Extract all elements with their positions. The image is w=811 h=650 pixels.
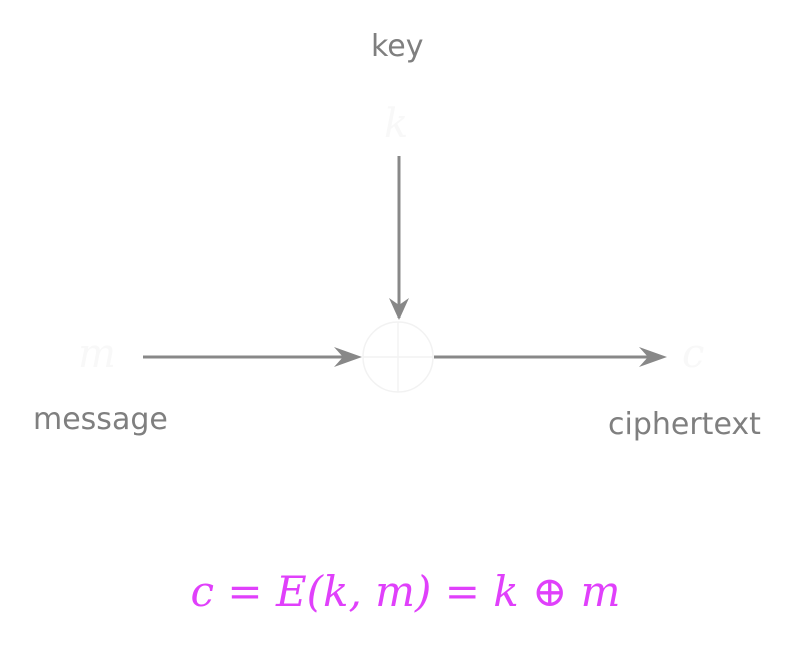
xor-icon (362, 321, 434, 393)
key-label: key (371, 29, 424, 64)
key-symbol: k (384, 101, 409, 147)
encryption-formula: c = E(k, m) = k ⊕ m (190, 567, 621, 616)
ciphertext-symbol: c (682, 331, 705, 377)
key-arrowhead (389, 298, 409, 320)
message-label: message (33, 402, 168, 437)
message-symbol: m (78, 331, 116, 377)
message-arrowhead (334, 347, 362, 367)
ciphertext-arrowhead (639, 347, 667, 367)
ciphertext-label: ciphertext (608, 407, 761, 442)
